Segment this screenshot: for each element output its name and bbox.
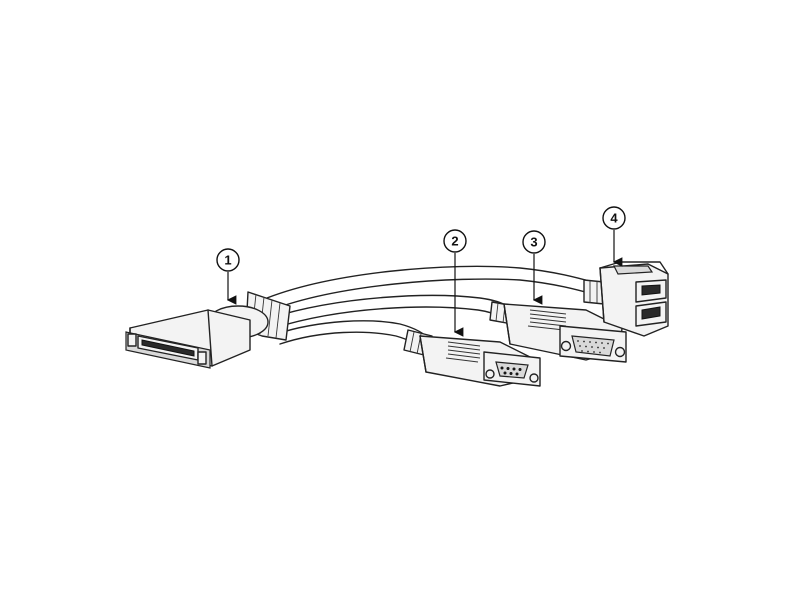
usb-connector <box>583 261 669 337</box>
db15-vga-connector <box>489 301 627 363</box>
cable-bundle <box>261 265 601 351</box>
callout-2: 2 <box>443 229 467 337</box>
main-connector <box>125 291 291 369</box>
callout-1: 1 <box>216 248 240 305</box>
callout-3-label: 3 <box>530 235 537 250</box>
callout-4: 4 <box>602 206 626 267</box>
callout-3: 3 <box>522 230 546 305</box>
db9-serial-connector <box>403 329 541 387</box>
callout-2-label: 2 <box>451 234 458 249</box>
callout-1-label: 1 <box>224 253 231 268</box>
callout-4-label: 4 <box>610 211 618 226</box>
